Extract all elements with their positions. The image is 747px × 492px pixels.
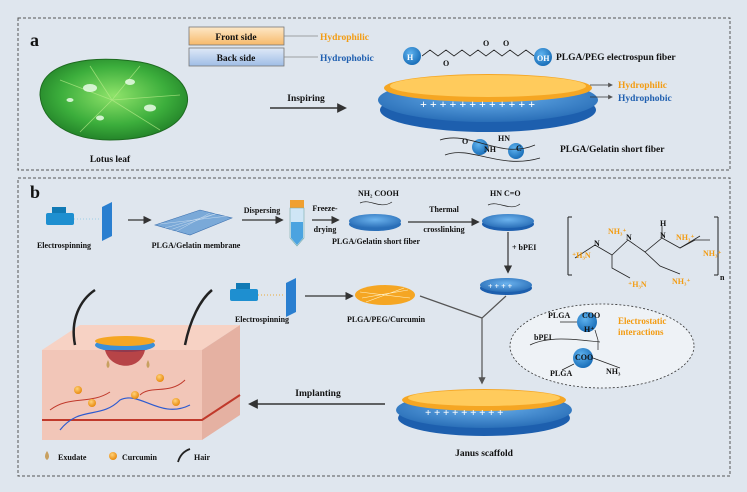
legend-hair-label: Hair: [194, 453, 210, 462]
svg-text:O: O: [443, 59, 449, 68]
svg-text:C: C: [516, 144, 522, 153]
janus-scaffold-disk: + + + + + + + + +: [396, 389, 572, 436]
back-side-label: Back side: [217, 54, 256, 64]
svg-text:H: H: [660, 219, 667, 228]
hn-co-label: HN C=O: [490, 189, 521, 198]
plga-gelatin-chem-structure: O NH HN C: [439, 134, 541, 162]
legend: Exudate Curcumin Hair: [45, 448, 210, 463]
panel-a-letter: a: [30, 30, 39, 50]
svg-text:N: N: [594, 239, 600, 248]
plga-gelatin-membrane: [153, 209, 233, 236]
plga-peg-chem-structure: H O O O OH: [403, 39, 552, 68]
plga-bottom-label: PLGA: [550, 369, 572, 378]
front-side-label: Front side: [215, 33, 256, 43]
plga-peg-fiber-label: PLGA/PEG electrospun fiber: [556, 53, 676, 63]
bpei-label: bPEI: [534, 333, 552, 342]
svg-text:N: N: [626, 233, 632, 242]
plga-gelatin-short-fiber-label: PLGA/Gelatin short fiber: [560, 145, 665, 155]
lotus-leaf-illustration: [39, 58, 189, 141]
coo-bottom-label: COO: [575, 353, 593, 362]
panel-b-letter: b: [30, 182, 40, 202]
svg-text:⁺H₃N: ⁺H₃N: [628, 280, 647, 289]
short-fiber-disk: [349, 214, 401, 231]
bpei-add-label: + bPEI: [512, 243, 536, 252]
svg-text:H: H: [407, 53, 414, 62]
nh3-label: NH₃: [606, 367, 621, 376]
svg-text:⁺H₃N: ⁺H₃N: [572, 251, 591, 260]
thermal-label-2: crosslinking: [423, 225, 464, 234]
svg-text:O: O: [503, 39, 509, 48]
plga-gelatin-membrane-label: PLGA/Gelatin membrane: [152, 241, 241, 250]
svg-text:+ + + + + + + + +: + + + + + + + + +: [425, 407, 503, 419]
coo-top-label: COO: [582, 311, 600, 320]
short-fiber-label: PLGA/Gelatin short fiber: [332, 237, 420, 246]
nh2-cooh-label: NH₂ COOH: [358, 189, 400, 198]
inspiring-label: Inspiring: [287, 94, 325, 104]
curcumin-legend-icon: [109, 452, 117, 460]
svg-text:n: n: [720, 273, 725, 282]
svg-text:NH₃⁺: NH₃⁺: [676, 233, 695, 242]
svg-text:OH: OH: [537, 54, 550, 63]
bpei-modified-disk: + + + +: [480, 278, 532, 295]
crosslinked-disk: [482, 214, 534, 231]
exudate-legend-icon: [45, 451, 49, 460]
plga-peg-curcumin-membrane: [355, 285, 415, 305]
thermal-label-1: Thermal: [429, 205, 460, 214]
svg-text:+ + + + + + + + + + + +: + + + + + + + + + + + +: [420, 97, 535, 111]
panel-a-frame: [17, 17, 731, 171]
hplus-label: H⁺: [584, 325, 594, 334]
electrospinning-device-2: [230, 278, 296, 317]
freeze-drying-label-2: drying: [314, 225, 337, 234]
svg-text:O: O: [483, 39, 489, 48]
centrifuge-tube: [289, 200, 305, 247]
freeze-drying-label-1: Freeze-: [312, 204, 337, 213]
svg-text:N: N: [660, 231, 666, 240]
svg-text:O: O: [462, 137, 468, 146]
electrostatic-interaction-inset: [509, 303, 695, 389]
electrospinning-label-1: Electrospinning: [37, 241, 91, 250]
svg-text:HN: HN: [498, 134, 510, 143]
legend-curcumin-label: Curcumin: [122, 453, 158, 462]
implanting-label: Implanting: [295, 389, 341, 399]
plga-top-label: PLGA: [548, 311, 570, 320]
hydrophobic-label-right: Hydrophobic: [618, 94, 672, 104]
hair-legend-icon: [177, 448, 191, 463]
svg-text:NH₃⁺: NH₃⁺: [672, 277, 691, 286]
svg-text:NH₃⁺: NH₃⁺: [703, 249, 722, 258]
plga-peg-curcumin-label: PLGA/PEG/Curcumin: [347, 315, 426, 324]
panel-b-frame: [17, 177, 731, 477]
electrostatic-label-2: interactions: [618, 327, 664, 337]
skin-wound-illustration: [42, 288, 241, 440]
hydrophilic-label-left: Hydrophilic: [320, 33, 369, 43]
hydrophilic-label-right: Hydrophilic: [618, 81, 667, 91]
svg-text:NH₃⁺: NH₃⁺: [608, 227, 627, 236]
bpei-structure: N N H N NH₃⁺ NH₃⁺ NH₃⁺ ⁺H₃N ⁺H₃N NH₃⁺ n: [567, 216, 725, 289]
dispersing-label: Dispersing: [244, 206, 280, 215]
svg-text:+ + + +: + + + +: [488, 282, 513, 291]
electrospinning-device-1: [46, 202, 112, 241]
janus-scaffold-label: Janus scaffold: [455, 449, 514, 459]
lotus-leaf-label: Lotus leaf: [90, 155, 131, 165]
janus-disk-panel-a: + + + + + + + + + + + +: [378, 74, 598, 132]
svg-text:NH: NH: [484, 145, 497, 154]
legend-exudate-label: Exudate: [58, 453, 87, 462]
electrostatic-label-1: Electrostatic: [618, 316, 666, 326]
electrospinning-label-2: Electrospinning: [235, 315, 289, 324]
hydrophobic-label-left: Hydrophobic: [320, 54, 374, 64]
